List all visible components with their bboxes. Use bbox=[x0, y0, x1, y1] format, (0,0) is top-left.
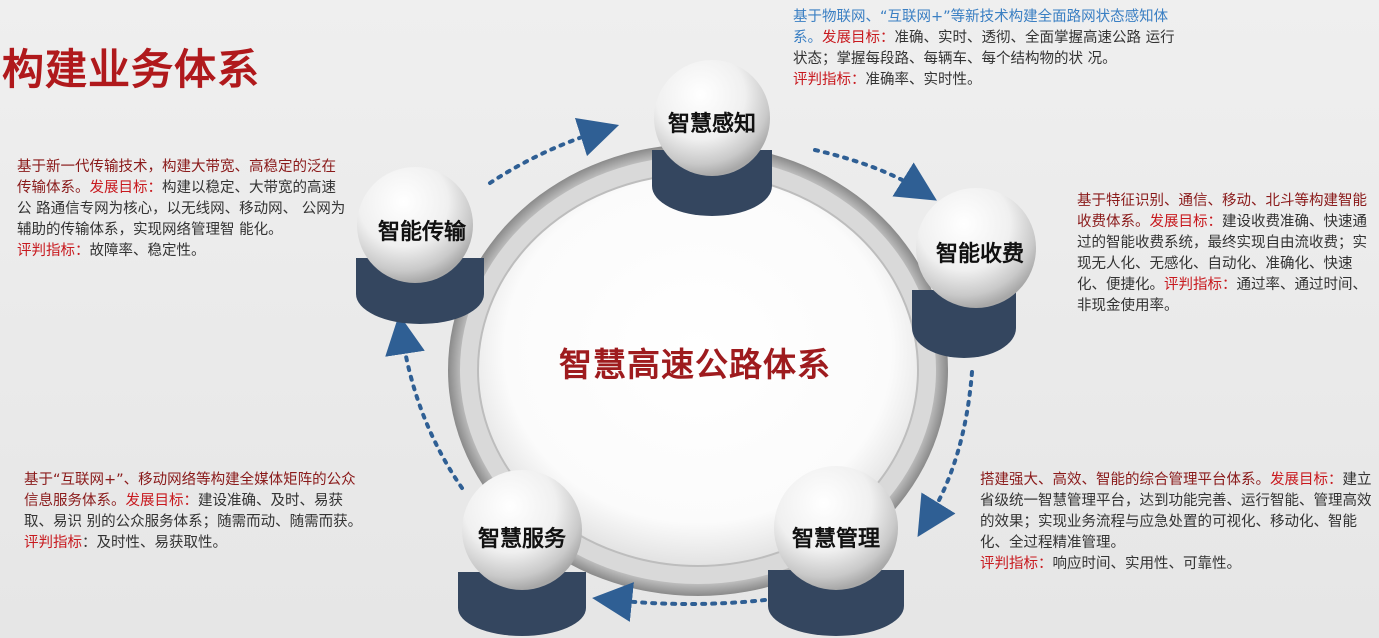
transmission-index: 故障率、稳定性。 bbox=[89, 243, 206, 259]
node-perception bbox=[652, 60, 772, 216]
transmission-intro: 基于新一代传输技术，构建大带宽、高稳定的泛在传输体系。 bbox=[17, 159, 336, 196]
arrow-management-to-service bbox=[592, 582, 767, 622]
node-transmission bbox=[356, 167, 484, 324]
management-index-label: 评判指标： bbox=[980, 556, 1053, 572]
service-goal: 建设准确、及时、易获取、易识 别的公众服务体系；随需而动、随需而获。 bbox=[24, 493, 363, 530]
node-label-transmission: 智能传输 bbox=[377, 220, 466, 245]
node-label-perception: 智慧感知 bbox=[667, 112, 756, 137]
service-intro: 基于“互联网+”、移动网络等构建全媒体矩阵的公众信息服务体系。 bbox=[24, 472, 356, 509]
perception-description: 基于物联网、“互联网+”等新技术构建全面路网状态感知体系。发展目标：准确、实时、… bbox=[793, 7, 1188, 91]
toll-goal-label: 发展目标： bbox=[1149, 214, 1223, 230]
transmission-description: 基于新一代传输技术，构建大带宽、高稳定的泛在传输体系。发展目标：构建以稳定、大带… bbox=[17, 157, 347, 262]
node-label-toll: 智能收费 bbox=[935, 242, 1024, 267]
node-label-management: 智慧管理 bbox=[791, 527, 880, 552]
node-management bbox=[768, 466, 904, 636]
node-toll bbox=[912, 188, 1036, 358]
toll-description: 基于特征识别、通信、移动、北斗等构建智能收费体系。发展目标：建设收费准确、快速通… bbox=[1077, 191, 1377, 317]
management-goal-label: 发展目标： bbox=[1270, 472, 1343, 488]
toll-index: 通过率、通过时间、非现金使用率。 bbox=[1077, 277, 1367, 314]
toll-goal: 建设收费准确、快速通过的智能收费系统，最终实现自由流收费；实现无人化、无感化、自… bbox=[1077, 214, 1367, 293]
transmission-goal: 构建以稳定、大带宽的高速公 路通信专网为核心，以无线网、移动网、 公网为辅助的传… bbox=[17, 180, 346, 238]
service-goal-label: 发展目标： bbox=[125, 493, 199, 509]
transmission-index-label: 评判指标： bbox=[17, 243, 90, 259]
node-label-service: 智慧服务 bbox=[477, 527, 566, 552]
service-index-label: 评判指标 bbox=[24, 535, 82, 551]
management-intro: 搭建强大、高效、智能的综合管理平台体系。 bbox=[980, 472, 1270, 488]
service-index: ：及时性、易获取性。 bbox=[82, 535, 227, 551]
arrow-toll-to-management bbox=[917, 370, 974, 538]
toll-index-label: 评判指标： bbox=[1164, 277, 1237, 293]
arrow-transmission-to-perception bbox=[488, 117, 620, 185]
page-title: 构建业务体系 bbox=[2, 45, 261, 94]
management-goal: 建立省级统一智慧管理平台，达到功能完善、运行智能、管理高效的效果；实现业务流程与… bbox=[980, 472, 1372, 551]
management-index: 响应时间、实用性、可靠性。 bbox=[1052, 556, 1242, 572]
perception-goal: 准确、实时、透彻、全面掌握高速公路 运行状态；掌握每段路、每辆车、每个结构物的状… bbox=[793, 30, 1175, 67]
node-service bbox=[458, 470, 586, 636]
toll-intro: 基于特征识别、通信、移动、北斗等构建智能收费体系。 bbox=[1077, 193, 1367, 230]
perception-goal-label: 发展目标： bbox=[822, 30, 895, 46]
transmission-goal-label: 发展目标： bbox=[89, 180, 163, 196]
management-description: 搭建强大、高效、智能的综合管理平台体系。发展目标：建立省级统一智慧管理平台，达到… bbox=[980, 470, 1376, 575]
arrow-service-to-transmission bbox=[385, 314, 464, 490]
service-description: 基于“互联网+”、移动网络等构建全媒体矩阵的公众信息服务体系。发展目标：建设准确… bbox=[24, 470, 364, 554]
perception-index: 准确率、实时性。 bbox=[865, 72, 982, 88]
perception-intro: 基于物联网、“互联网+”等新技术构建全面路网状态感知体系。 bbox=[793, 9, 1169, 46]
perception-index-label: 评判指标： bbox=[793, 72, 866, 88]
arrow-perception-to-toll bbox=[813, 148, 937, 201]
center-label: 智慧高速公路体系 bbox=[559, 345, 831, 384]
